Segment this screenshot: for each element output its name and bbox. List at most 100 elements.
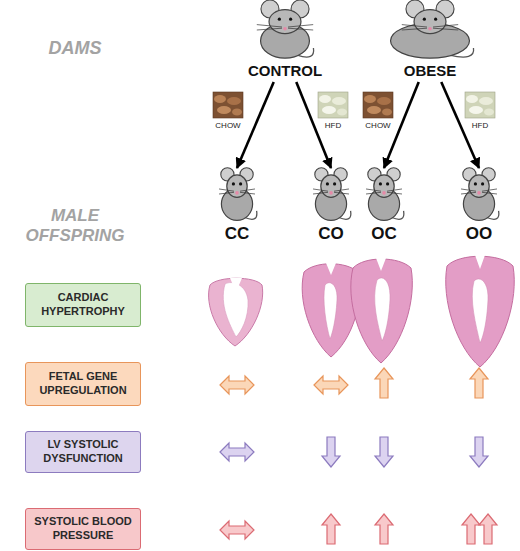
mouse-nose [329, 191, 333, 195]
no-change-arrow [220, 376, 254, 394]
diet-label: CHOW [365, 121, 390, 130]
mouse-head [269, 10, 301, 34]
mouse-eye [326, 182, 329, 185]
mouse-whisker [240, 192, 255, 194]
mouse-eye [423, 18, 426, 21]
heart-section [351, 258, 413, 363]
mouse-whisker [366, 192, 381, 194]
mouse-whisker [387, 192, 402, 194]
measure-box: LV SYSTOLIC DYSFUNCTION [25, 431, 141, 473]
hfd-pellet [337, 109, 347, 116]
hfd-pellet [484, 109, 494, 116]
mouse-group: CONTROL [238, 0, 332, 82]
heart-section [446, 255, 515, 367]
mouse-whisker [313, 192, 328, 194]
mouse-body [368, 188, 399, 220]
chow-pellet [382, 109, 392, 116]
increase-arrow [375, 368, 393, 398]
mouse-body [261, 23, 310, 58]
mouse-group: OO [449, 166, 509, 244]
mouse-group: CC [207, 166, 267, 244]
mouse-eye [474, 182, 477, 185]
mouse-body [463, 188, 494, 220]
hfd-pellet [479, 97, 493, 105]
mouse-icon [313, 168, 351, 221]
mouse-outline [301, 166, 361, 222]
increase-arrow [462, 514, 480, 544]
mouse-icon [391, 0, 474, 58]
mouse-outline [383, 0, 477, 60]
measure-label: LV SYSTOLIC DYSFUNCTION [32, 438, 134, 466]
chow-pellet [232, 109, 242, 116]
heart-section [209, 278, 263, 346]
chow-pellets [213, 92, 243, 118]
mouse-whisker [240, 189, 255, 191]
mouse-whisker [402, 28, 427, 30]
chow-image [363, 92, 393, 118]
mouse-group: OC [354, 166, 414, 244]
chow-pellet [364, 95, 376, 103]
diet-arrow [384, 82, 419, 168]
mouse-eye [379, 182, 382, 185]
mouse-whisker [402, 25, 427, 27]
mouse-icon [257, 0, 314, 58]
mouse-nose [477, 191, 481, 195]
mouse-whisker [219, 192, 234, 194]
mouse-whisker [334, 192, 349, 194]
mouse-head [414, 10, 446, 34]
mouse-outline [354, 166, 414, 222]
mouse-whisker [433, 28, 458, 30]
mouse-body [391, 23, 470, 58]
heart-notch [326, 263, 336, 275]
mouse-whisker [257, 25, 282, 27]
chow-pellet [367, 106, 381, 114]
mouse-head [374, 175, 394, 197]
hfd-image [318, 92, 348, 118]
mouse-whisker [288, 25, 313, 27]
mouse-whisker [334, 189, 349, 191]
mouse-outline [449, 166, 509, 222]
diet-label: CHOW [215, 121, 240, 130]
mouse-eye [333, 182, 336, 185]
mouse-whisker [313, 189, 328, 191]
hfd-pellets [318, 92, 348, 118]
no-change-arrow [220, 443, 254, 461]
decrease-arrow [375, 437, 393, 467]
increase-arrow [375, 514, 393, 544]
mouse-body [221, 188, 252, 220]
chow-pellet [217, 106, 231, 114]
mouse-whisker [461, 189, 476, 191]
mouse-whisker [482, 192, 497, 194]
diet-label: HFD [472, 121, 488, 130]
mouse-eye [434, 18, 437, 21]
hfd-pellet [469, 106, 483, 114]
mouse-icon [219, 168, 257, 221]
group-label: OC [371, 225, 397, 244]
mouse-nose [428, 27, 432, 31]
hfd-pellet [332, 97, 346, 105]
measure-box: SYSTOLIC BLOOD PRESSURE [25, 508, 141, 550]
mouse-eye [232, 182, 235, 185]
heart-notch [230, 278, 242, 292]
chow-image [213, 92, 243, 118]
heart-wall [351, 259, 413, 363]
chow-pellet [377, 97, 391, 105]
measure-label: FETAL GENE UPREGULATION [32, 370, 134, 398]
mouse-whisker [387, 189, 402, 191]
row-heading: DAMS [35, 38, 115, 59]
measure-label: SYSTOLIC BLOOD PRESSURE [32, 515, 134, 543]
chow-pellets [363, 92, 393, 118]
mouse-nose [235, 191, 239, 195]
mouse-whisker [461, 192, 476, 194]
mouse-icon [461, 168, 499, 221]
mouse-head [469, 175, 489, 197]
mouse-eye [289, 18, 292, 21]
mouse-eye [239, 182, 242, 185]
mouse-outline [238, 0, 332, 60]
mouse-whisker [482, 189, 497, 191]
mouse-eye [386, 182, 389, 185]
increase-arrow [470, 368, 488, 398]
mouse-body [315, 188, 346, 220]
mouse-nose [382, 191, 386, 195]
